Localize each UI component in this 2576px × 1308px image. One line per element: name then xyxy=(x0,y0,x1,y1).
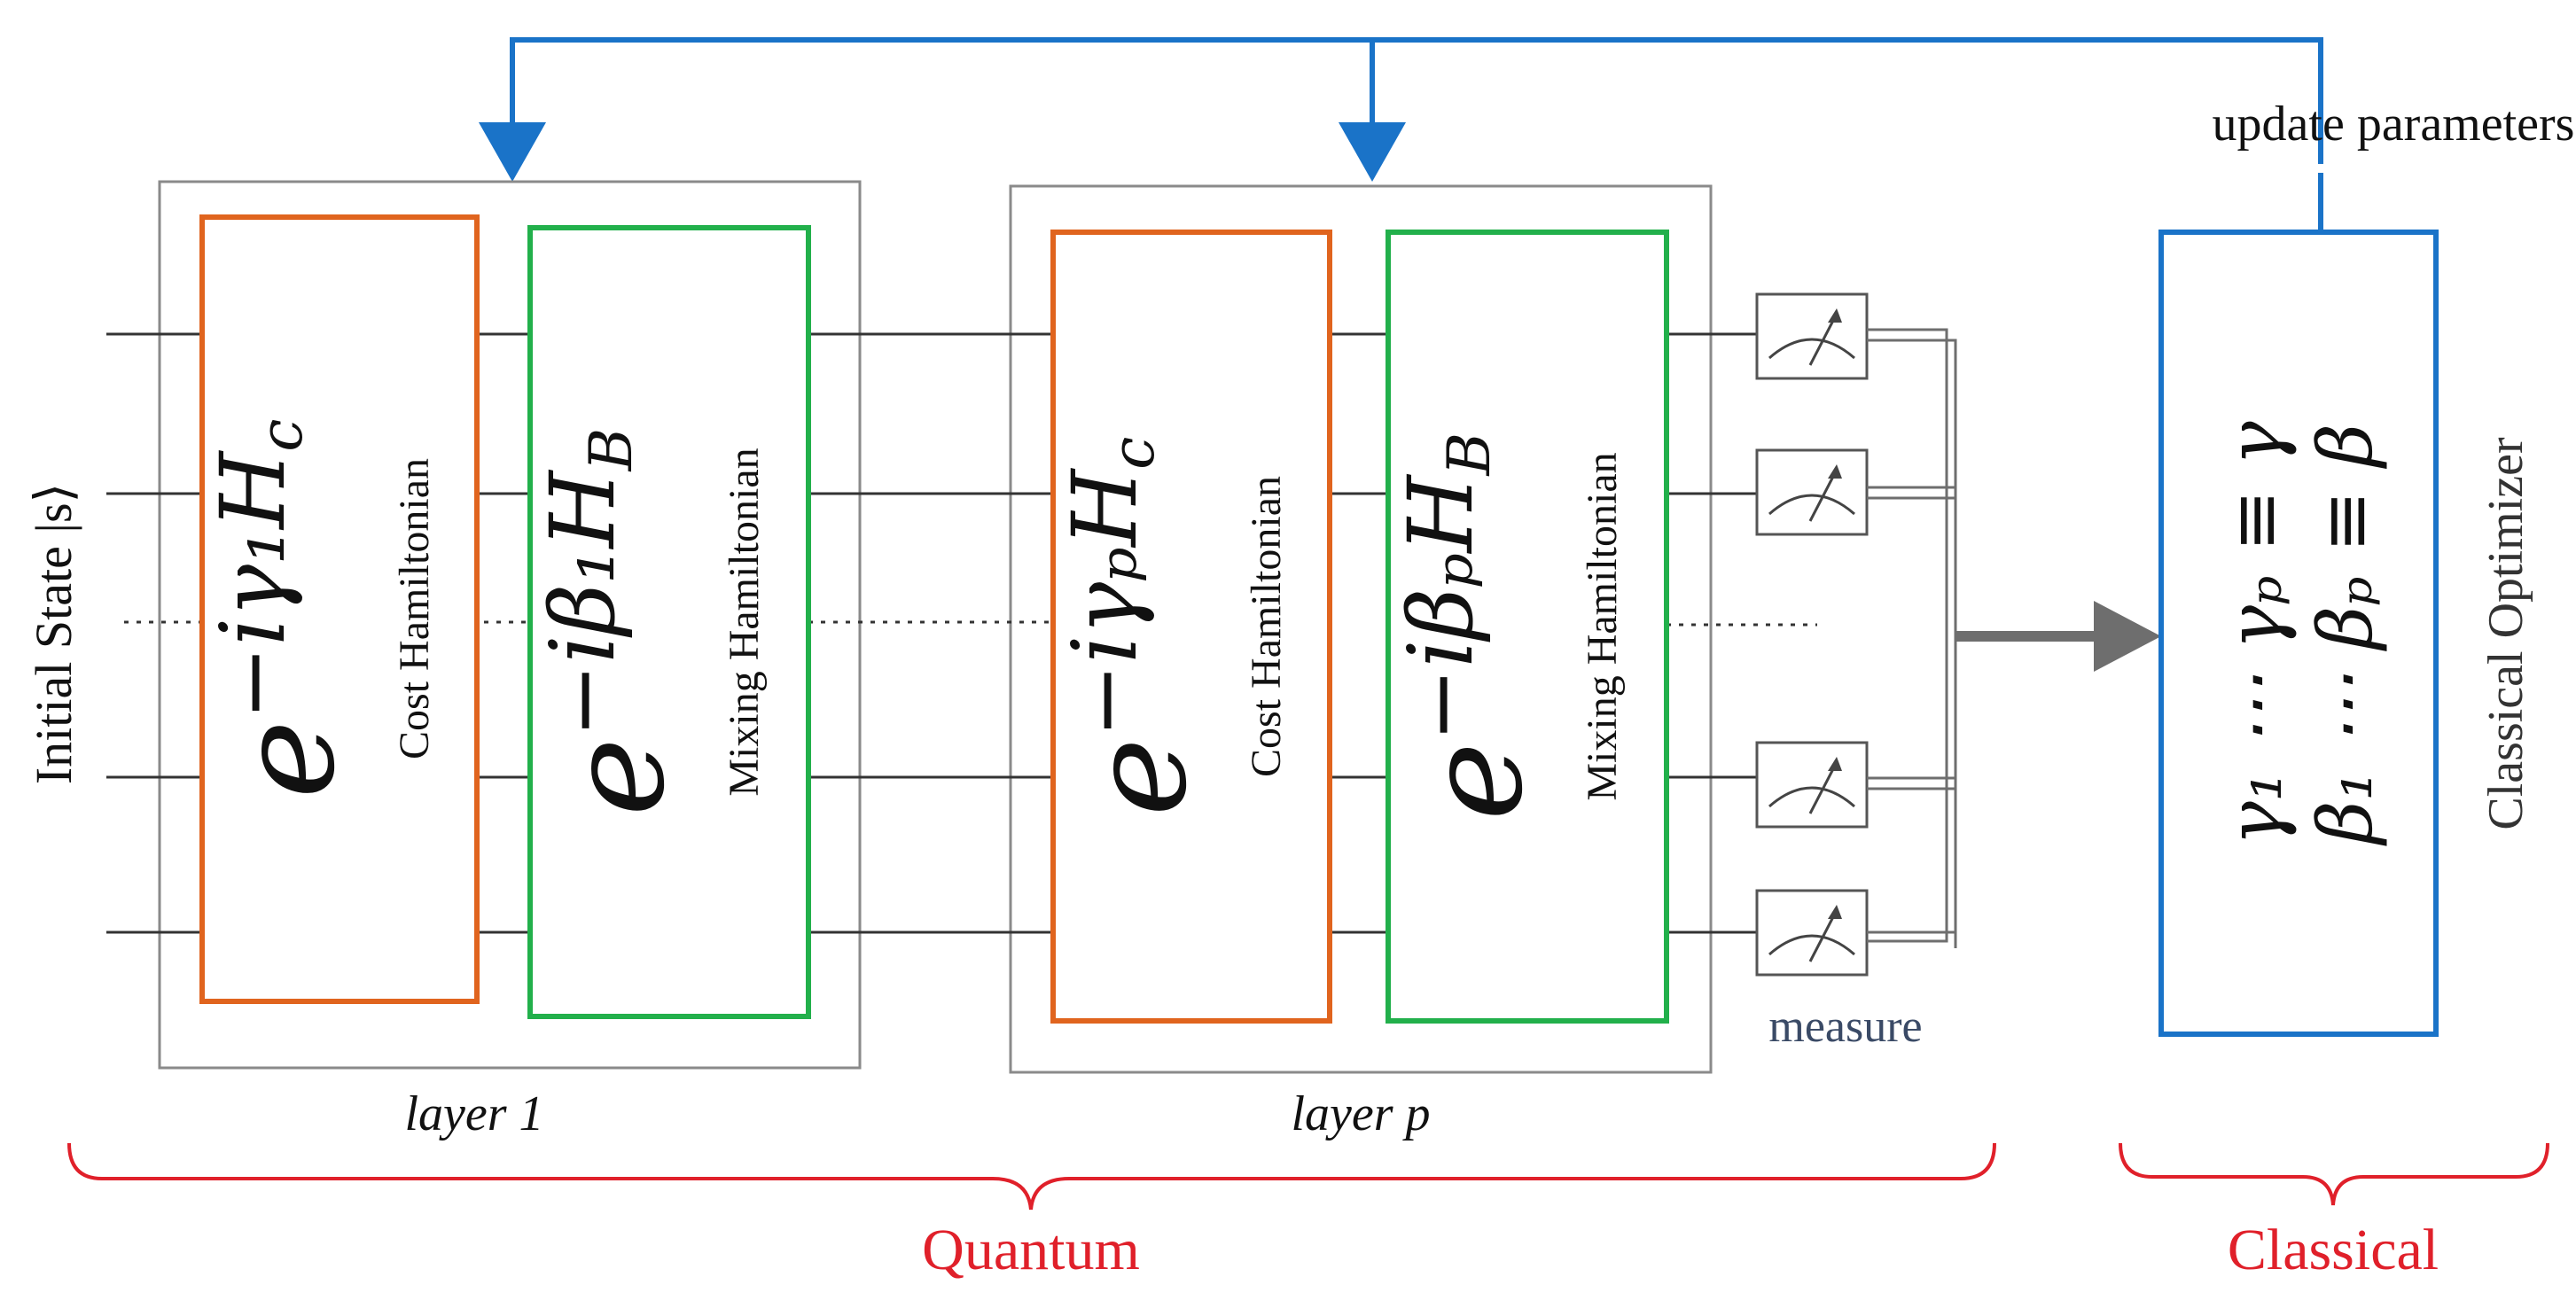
measurement-meter-icon xyxy=(1755,741,1869,829)
layer-p-cost-gate: e−iγₚHc Cost Hamiltonian xyxy=(1050,230,1332,1024)
initial-state-label: Initial State |s⟩ xyxy=(25,483,82,784)
feedback-arrowhead-layerp xyxy=(1339,122,1406,182)
layer-p-frame xyxy=(1009,184,1713,1074)
mixing-gate-caption: Mixing Hamiltonian xyxy=(721,448,768,796)
update-parameters-label: update parameters xyxy=(2213,97,2575,152)
gamma-parameters: γ₁ ⋯ γₚ ≡ γ xyxy=(2212,421,2299,846)
qubit-wires xyxy=(106,332,1757,934)
measurement-meter-icon xyxy=(1755,292,1869,380)
classical-output-wires xyxy=(1867,328,1957,948)
layer-1-mixing-gate: e−iβ₁HB Mixing Hamiltonian xyxy=(527,225,811,1019)
measure-label: measure xyxy=(1768,1001,1922,1052)
layer-1-label: layer 1 xyxy=(404,1086,543,1141)
beta-parameters: β₁ ⋯ βₚ ≡ β xyxy=(2302,424,2389,846)
layer-1-frame xyxy=(158,180,862,1070)
layer-p-mixing-gate: e−iβₚHB Mixing Hamiltonian xyxy=(1386,230,1669,1024)
mixing-gate-caption: Mixing Hamiltonian xyxy=(1579,452,1626,800)
layer-p-label: layer p xyxy=(1291,1086,1430,1141)
feedback-loop xyxy=(510,37,2323,230)
cost-gate-exponential: e−iγ₁Hc xyxy=(201,419,364,799)
feedback-arrowhead-layer1 xyxy=(479,122,546,182)
classical-optimizer-box xyxy=(2158,230,2439,1037)
classical-label: Classical xyxy=(2228,1218,2439,1282)
mixing-gate-exponential: e−iβₚHB xyxy=(1389,432,1552,821)
arrowhead-icon xyxy=(2094,601,2161,672)
feedback-line xyxy=(510,37,2323,164)
layer-1-cost-gate: e−iγ₁Hc Cost Hamiltonian xyxy=(199,214,480,1004)
quantum-brace xyxy=(67,1142,1996,1211)
measurement-meter-icon xyxy=(1755,448,1869,536)
cost-gate-caption: Cost Hamiltonian xyxy=(391,458,438,759)
classical-optimizer-label: Classical Optimizer xyxy=(2478,437,2533,830)
quantum-label: Quantum xyxy=(922,1218,1140,1282)
measurement-meters xyxy=(1755,292,1869,977)
cost-gate-exponential: e−iγₚHc xyxy=(1053,437,1216,816)
measurement-meter-icon xyxy=(1755,889,1869,977)
classical-brace xyxy=(2119,1142,2549,1206)
mixing-gate-exponential: e−iβ₁HB xyxy=(531,428,694,816)
cost-gate-caption: Cost Hamiltonian xyxy=(1243,476,1290,777)
